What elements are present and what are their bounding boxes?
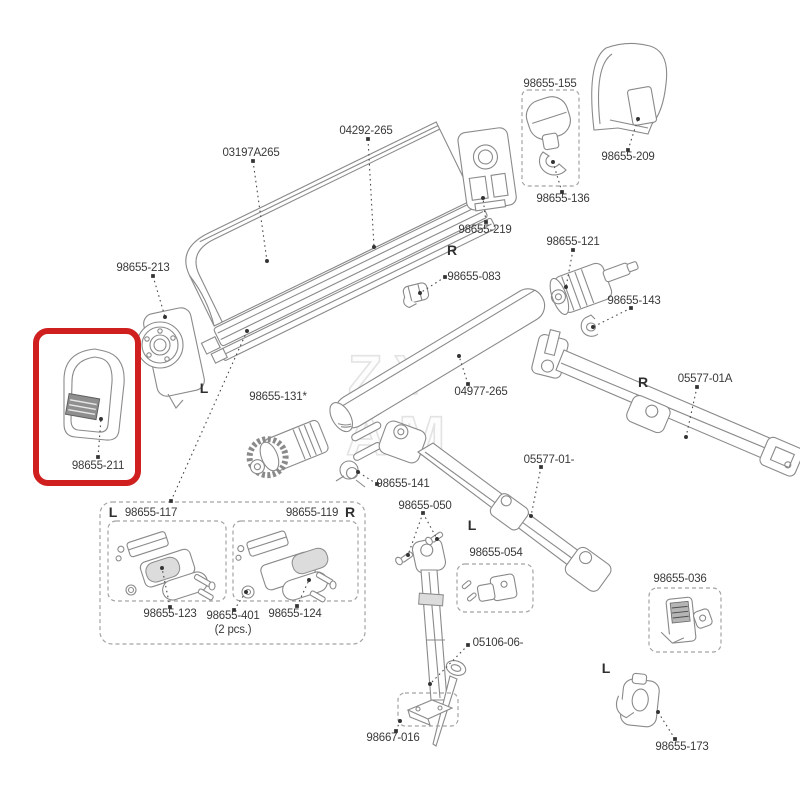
part-label-7-98655143: 98655-143 [607,295,661,307]
part-label-12-0557701a: 05577-01A [677,373,733,385]
leader-lines [96,117,699,741]
part-label-2-98655136: 98655-136 [536,193,590,205]
highlight-box [33,328,141,486]
bracket-kits-box-drawing [99,501,366,645]
part-label-5-98655219: 98655-219 [458,224,512,236]
part-label-27-98655124: 98655-124 [268,608,322,620]
hood-98655-209-drawing [591,42,668,135]
position-marker-0-l: L [199,380,209,396]
part-label-26-2pcs: (2 pcs.) [214,624,252,636]
part-label-16-98655054: 98655-054 [469,547,523,559]
part-label-3-04292265: 04292-265 [339,125,393,137]
awning-case-drawing [185,121,496,364]
part-label-21-98655211: 98655-211 [71,460,125,472]
position-marker-6-l: L [601,660,611,676]
part-label-15-98655050: 98655-050 [398,500,452,512]
position-marker-5-r: R [344,504,356,520]
knuckle-98655-155-drawing [521,89,580,187]
part-label-24-98655123: 98655-123 [143,608,197,620]
position-marker-4-l: L [108,504,118,520]
bracket-98655-036-drawing [648,587,722,653]
part-label-0-98655155: 98655-155 [523,78,577,90]
part-label-11-04977265: 04977-265 [454,386,508,398]
part-label-4-03197a265: 03197A265 [222,147,280,159]
part-label-17-0510606: 05106-06- [472,637,524,649]
part-label-20-98655173: 98655-173 [655,741,709,753]
part-label-23-98655119: 98655-119 [285,507,339,519]
part-label-14-98655141: 98655-141 [376,478,430,490]
part-label-25-98655401: 98655-401 [206,610,260,622]
arm-05577-01A-drawing [531,329,800,477]
joint-98655-054-drawing [456,563,534,613]
position-marker-3-l: L [467,517,477,533]
part-label-19-98655036: 98655-036 [653,573,707,585]
bracket-98655-173-drawing [615,672,660,728]
part-label-22-98655117: 98655-117 [124,507,178,519]
bracket-98655-219-drawing [457,127,517,212]
position-marker-2-r: R [637,374,649,390]
part-label-6-98655121: 98655-121 [546,236,600,248]
position-marker-1-r: R [446,242,458,258]
part-label-1-98655209: 98655-209 [601,151,655,163]
end-cap-98655-211-drawing [63,348,125,441]
gear-98655-131-drawing [246,419,329,479]
part-label-18-98667016: 98667-016 [366,732,420,744]
arm-05577-01-drawing [351,420,612,592]
part-label-8-98655213: 98655-213 [116,262,170,274]
tube-04977-265-drawing [329,288,546,433]
part-label-9-98655083: 98655-083 [447,271,501,283]
part-label-10-98655131: 98655-131* [249,391,307,403]
part-label-13-0557701: 05577-01- [523,454,575,466]
